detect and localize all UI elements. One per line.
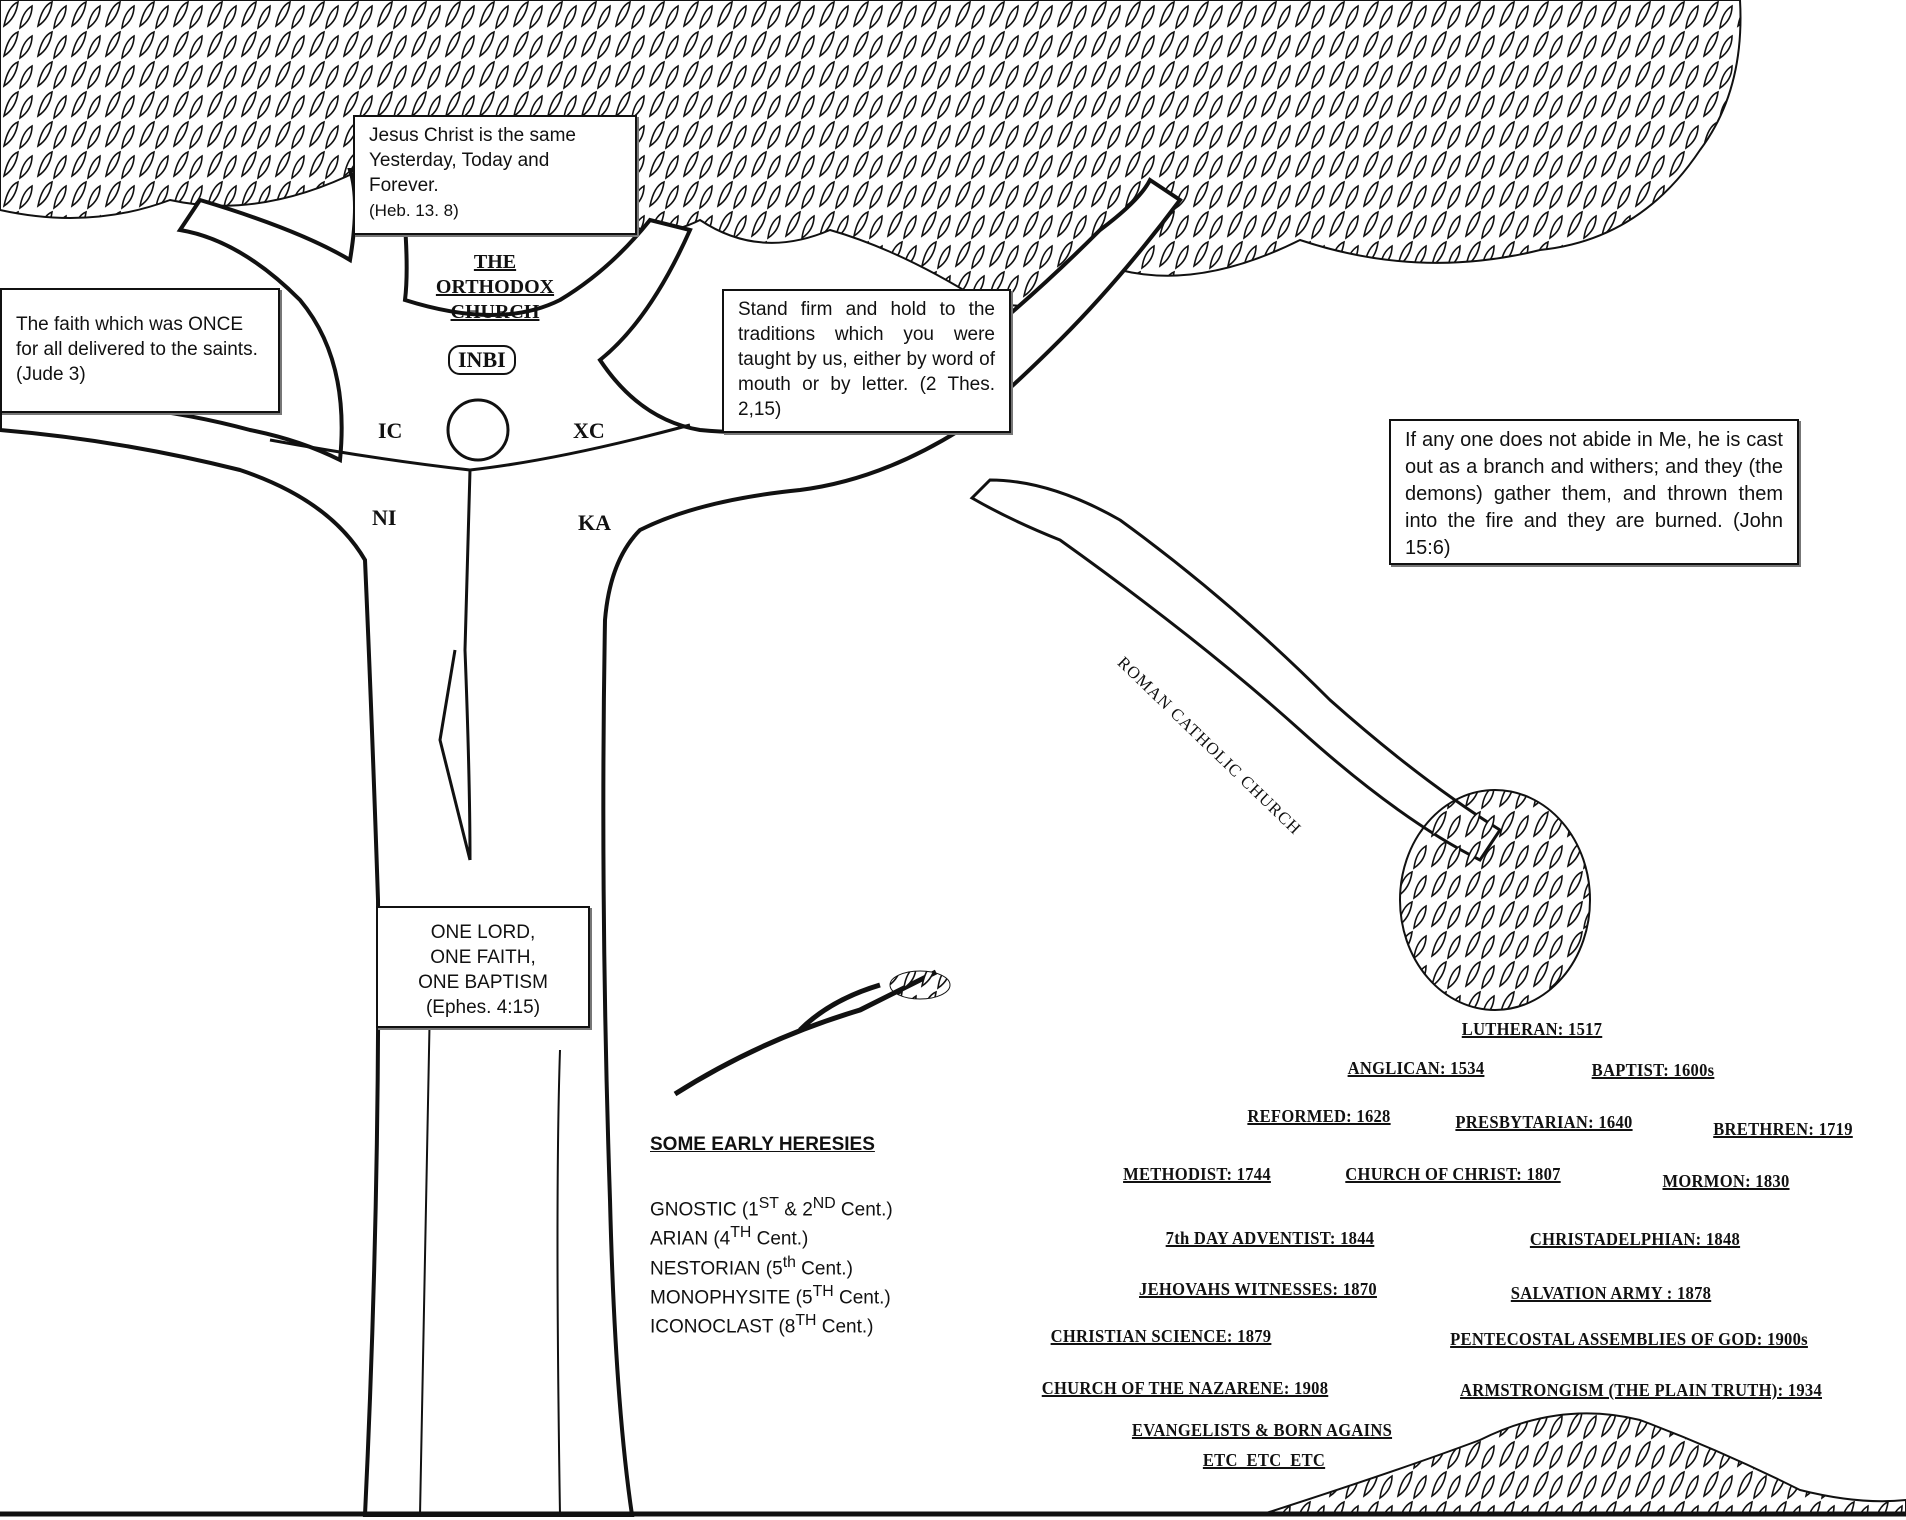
john-quote-text: If any one does not abide in Me, he is c… — [1405, 429, 1783, 559]
ic-inscription: IC — [378, 418, 403, 443]
heresies-title: SOME EARLY HERESIES — [650, 1134, 875, 1155]
hebrews-quote-ref: (Heb. 13. 8) — [369, 201, 459, 220]
denomination-label: BAPTIST: 1600s — [1591, 1060, 1715, 1080]
thessalonians-quote-text: Stand firm and hold to the traditions wh… — [738, 299, 995, 420]
denomination-label: CHURCH OF THE NAZARENE: 1908 — [1041, 1378, 1329, 1398]
denomination-label: METHODIST: 1744 — [1123, 1164, 1271, 1184]
denomination-label: ARMSTRONGISM (THE PLAIN TRUTH): 1934 — [1459, 1380, 1823, 1400]
denomination-label: CHRISTADELPHIAN: 1848 — [1529, 1229, 1741, 1249]
small-broken-branch — [673, 969, 951, 1097]
denomination-label: BRETHREN: 1719 — [1713, 1119, 1853, 1139]
xc-inscription: XC — [573, 418, 605, 443]
canopy — [0, 0, 1742, 307]
ephesians-line: ONE BAPTISM — [418, 972, 548, 993]
denomination-label: REFORMED: 1628 — [1247, 1106, 1391, 1126]
heresy-item: GNOSTIC (1ST & 2ND Cent.) — [650, 1195, 893, 1221]
thessalonians-quote-box: Stand firm and hold to the traditions wh… — [722, 289, 1011, 433]
early-heresies-list: SOME EARLY HERESIES GNOSTIC (1ST & 2ND C… — [650, 1133, 893, 1339]
ephesians-quote-box: ONE LORD, ONE FAITH, ONE BAPTISM (Ephes.… — [376, 906, 590, 1028]
jude-quote-box: The faith which was ONCE for all deliver… — [0, 288, 280, 413]
denomination-label: LUTHERAN: 1517 — [1461, 1019, 1603, 1039]
ka-inscription: KA — [578, 510, 611, 535]
inbi-inscription: INBI — [448, 345, 516, 375]
denomination-label: JEHOVAHS WITNESSES: 1870 — [1139, 1279, 1377, 1299]
denomination-label: EVANGELISTS & BORN AGAINS — [1131, 1420, 1393, 1440]
denomination-label: PRESBYTARIAN: 1640 — [1455, 1112, 1633, 1132]
heresy-item: MONOPHYSITE (5TH Cent.) — [650, 1282, 891, 1309]
heresy-item: ICONOCLAST (8TH Cent.) — [650, 1312, 874, 1338]
crucifix — [269, 398, 691, 861]
hebrews-quote-box: Jesus Christ is the same Yesterday, Toda… — [353, 115, 637, 235]
orthodox-church-title: THE ORTHODOX CHURCH — [420, 250, 570, 325]
hebrews-quote-text: Jesus Christ is the same Yesterday, Toda… — [369, 125, 576, 196]
title-line: ORTHODOX — [435, 276, 555, 298]
leaf-pile — [1259, 1412, 1906, 1516]
title-line: CHURCH — [450, 301, 540, 323]
trunk — [0, 168, 1183, 1517]
jude-quote-text: The faith which was ONCE for all deliver… — [16, 314, 258, 385]
john-quote-box: If any one does not abide in Me, he is c… — [1389, 419, 1799, 565]
broken-branch — [969, 478, 1591, 1011]
title-line: THE — [473, 251, 517, 273]
denomination-label: ETC ETC ETC — [1202, 1450, 1326, 1470]
ephesians-line: ONE FAITH, — [430, 947, 536, 968]
denomination-label: MORMON: 1830 — [1662, 1171, 1790, 1191]
heresy-item: ARIAN (4TH Cent.) — [650, 1224, 809, 1250]
ni-inscription: NI — [372, 505, 397, 530]
denomination-label: CHRISTIAN SCIENCE: 1879 — [1050, 1326, 1272, 1346]
denomination-label: SALVATION ARMY : 1878 — [1510, 1283, 1712, 1303]
denomination-label: 7th DAY ADVENTIST: 1844 — [1165, 1228, 1375, 1248]
ephesians-line: ONE LORD, — [430, 922, 536, 943]
denomination-label: CHURCH OF CHRIST: 1807 — [1345, 1164, 1561, 1184]
ephesians-ref: (Ephes. 4:15) — [425, 997, 541, 1018]
heresy-item: NESTORIAN (5th Cent.) — [650, 1253, 853, 1279]
denomination-label: ANGLICAN: 1534 — [1347, 1058, 1485, 1078]
denomination-label: PENTECOSTAL ASSEMBLIES OF GOD: 1900s — [1450, 1329, 1808, 1349]
